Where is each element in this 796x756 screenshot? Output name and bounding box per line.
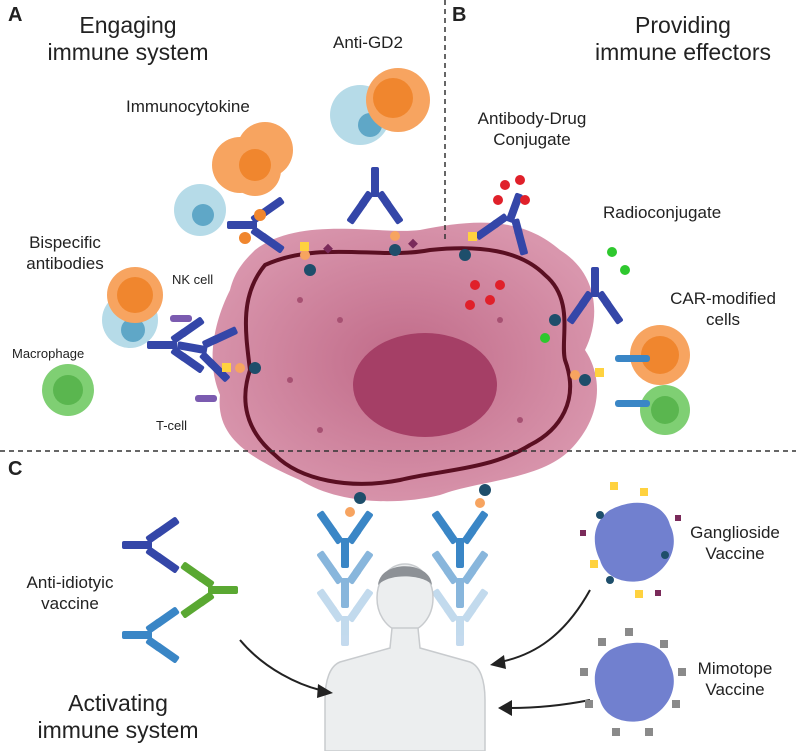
label-ganglioside-line1: Ganglioside [690,523,780,542]
ganglioside-vaccine-icon [580,482,681,598]
immunocytokine-cells-icon [174,122,293,236]
panel-b-title: Providing immune effectors [578,12,788,66]
label-mimotope-line1: Mimotope [697,659,773,678]
label-car-line1: CAR-modified [670,289,776,308]
human-figure-icon [324,563,486,752]
anti-idiotypic-antibodies-icon [122,516,238,664]
label-anti-gd2: Anti-GD2 [333,33,403,52]
mimotope-vaccine-icon [580,628,686,736]
panel-b-title-line1: Providing [635,12,731,38]
label-adc: Antibody-Drug Conjugate [462,108,602,150]
anti-gd2-antibody-icon [346,167,404,225]
panel-a-letter: A [8,4,23,26]
tumor-nucleus [353,333,497,437]
label-anti-idiotypic-line2: vaccine [41,594,99,613]
drug-payload-icon [465,175,530,310]
panel-a-title-line2: immune system [47,39,209,65]
label-bispecific: Bispecific antibodies [10,232,120,274]
label-mimotope-line2: Vaccine [705,680,765,699]
arrows [239,589,591,709]
label-anti-idiotypic-line1: Anti-idiotyic [26,573,114,592]
label-adc-line1: Antibody-Drug [477,109,587,128]
label-adc-line2: Conjugate [493,130,571,149]
immunocytokine-antibody-icon [227,196,285,254]
label-mimotope: Mimotope Vaccine [680,658,790,700]
tumor-cell [212,222,597,502]
label-car: CAR-modified cells [658,288,788,330]
panel-c-title-line1: Activating [68,690,168,716]
label-ganglioside: Ganglioside Vaccine [680,522,790,564]
label-bispecific-line2: antibodies [26,254,104,273]
label-bispecific-line1: Bispecific [29,233,101,252]
bispecific-cells-icon [42,267,163,416]
label-t-cell: T-cell [156,418,188,433]
label-radioconjugate: Radioconjugate [603,203,722,222]
label-macrophage: Macrophage [12,346,85,361]
label-ganglioside-line2: Vaccine [705,544,765,563]
label-anti-idiotypic: Anti-idiotyic vaccine [10,572,130,614]
panel-b-letter: B [452,4,467,26]
panel-a-title-line1: Engaging [79,12,177,38]
nk-cell-icon [366,68,430,132]
panel-b-title-line2: immune effectors [595,39,771,65]
label-nk-cell: NK cell [172,272,214,287]
car-cells-icon [615,325,690,435]
label-car-line2: cells [705,310,740,329]
panel-c-title-line2: immune system [37,717,199,743]
panel-c-title: Activating immune system [18,690,218,744]
label-immunocytokine: Immunocytokine [126,97,250,116]
panel-a-title: Engaging immune system [38,12,218,66]
panel-c-letter: C [8,458,23,480]
